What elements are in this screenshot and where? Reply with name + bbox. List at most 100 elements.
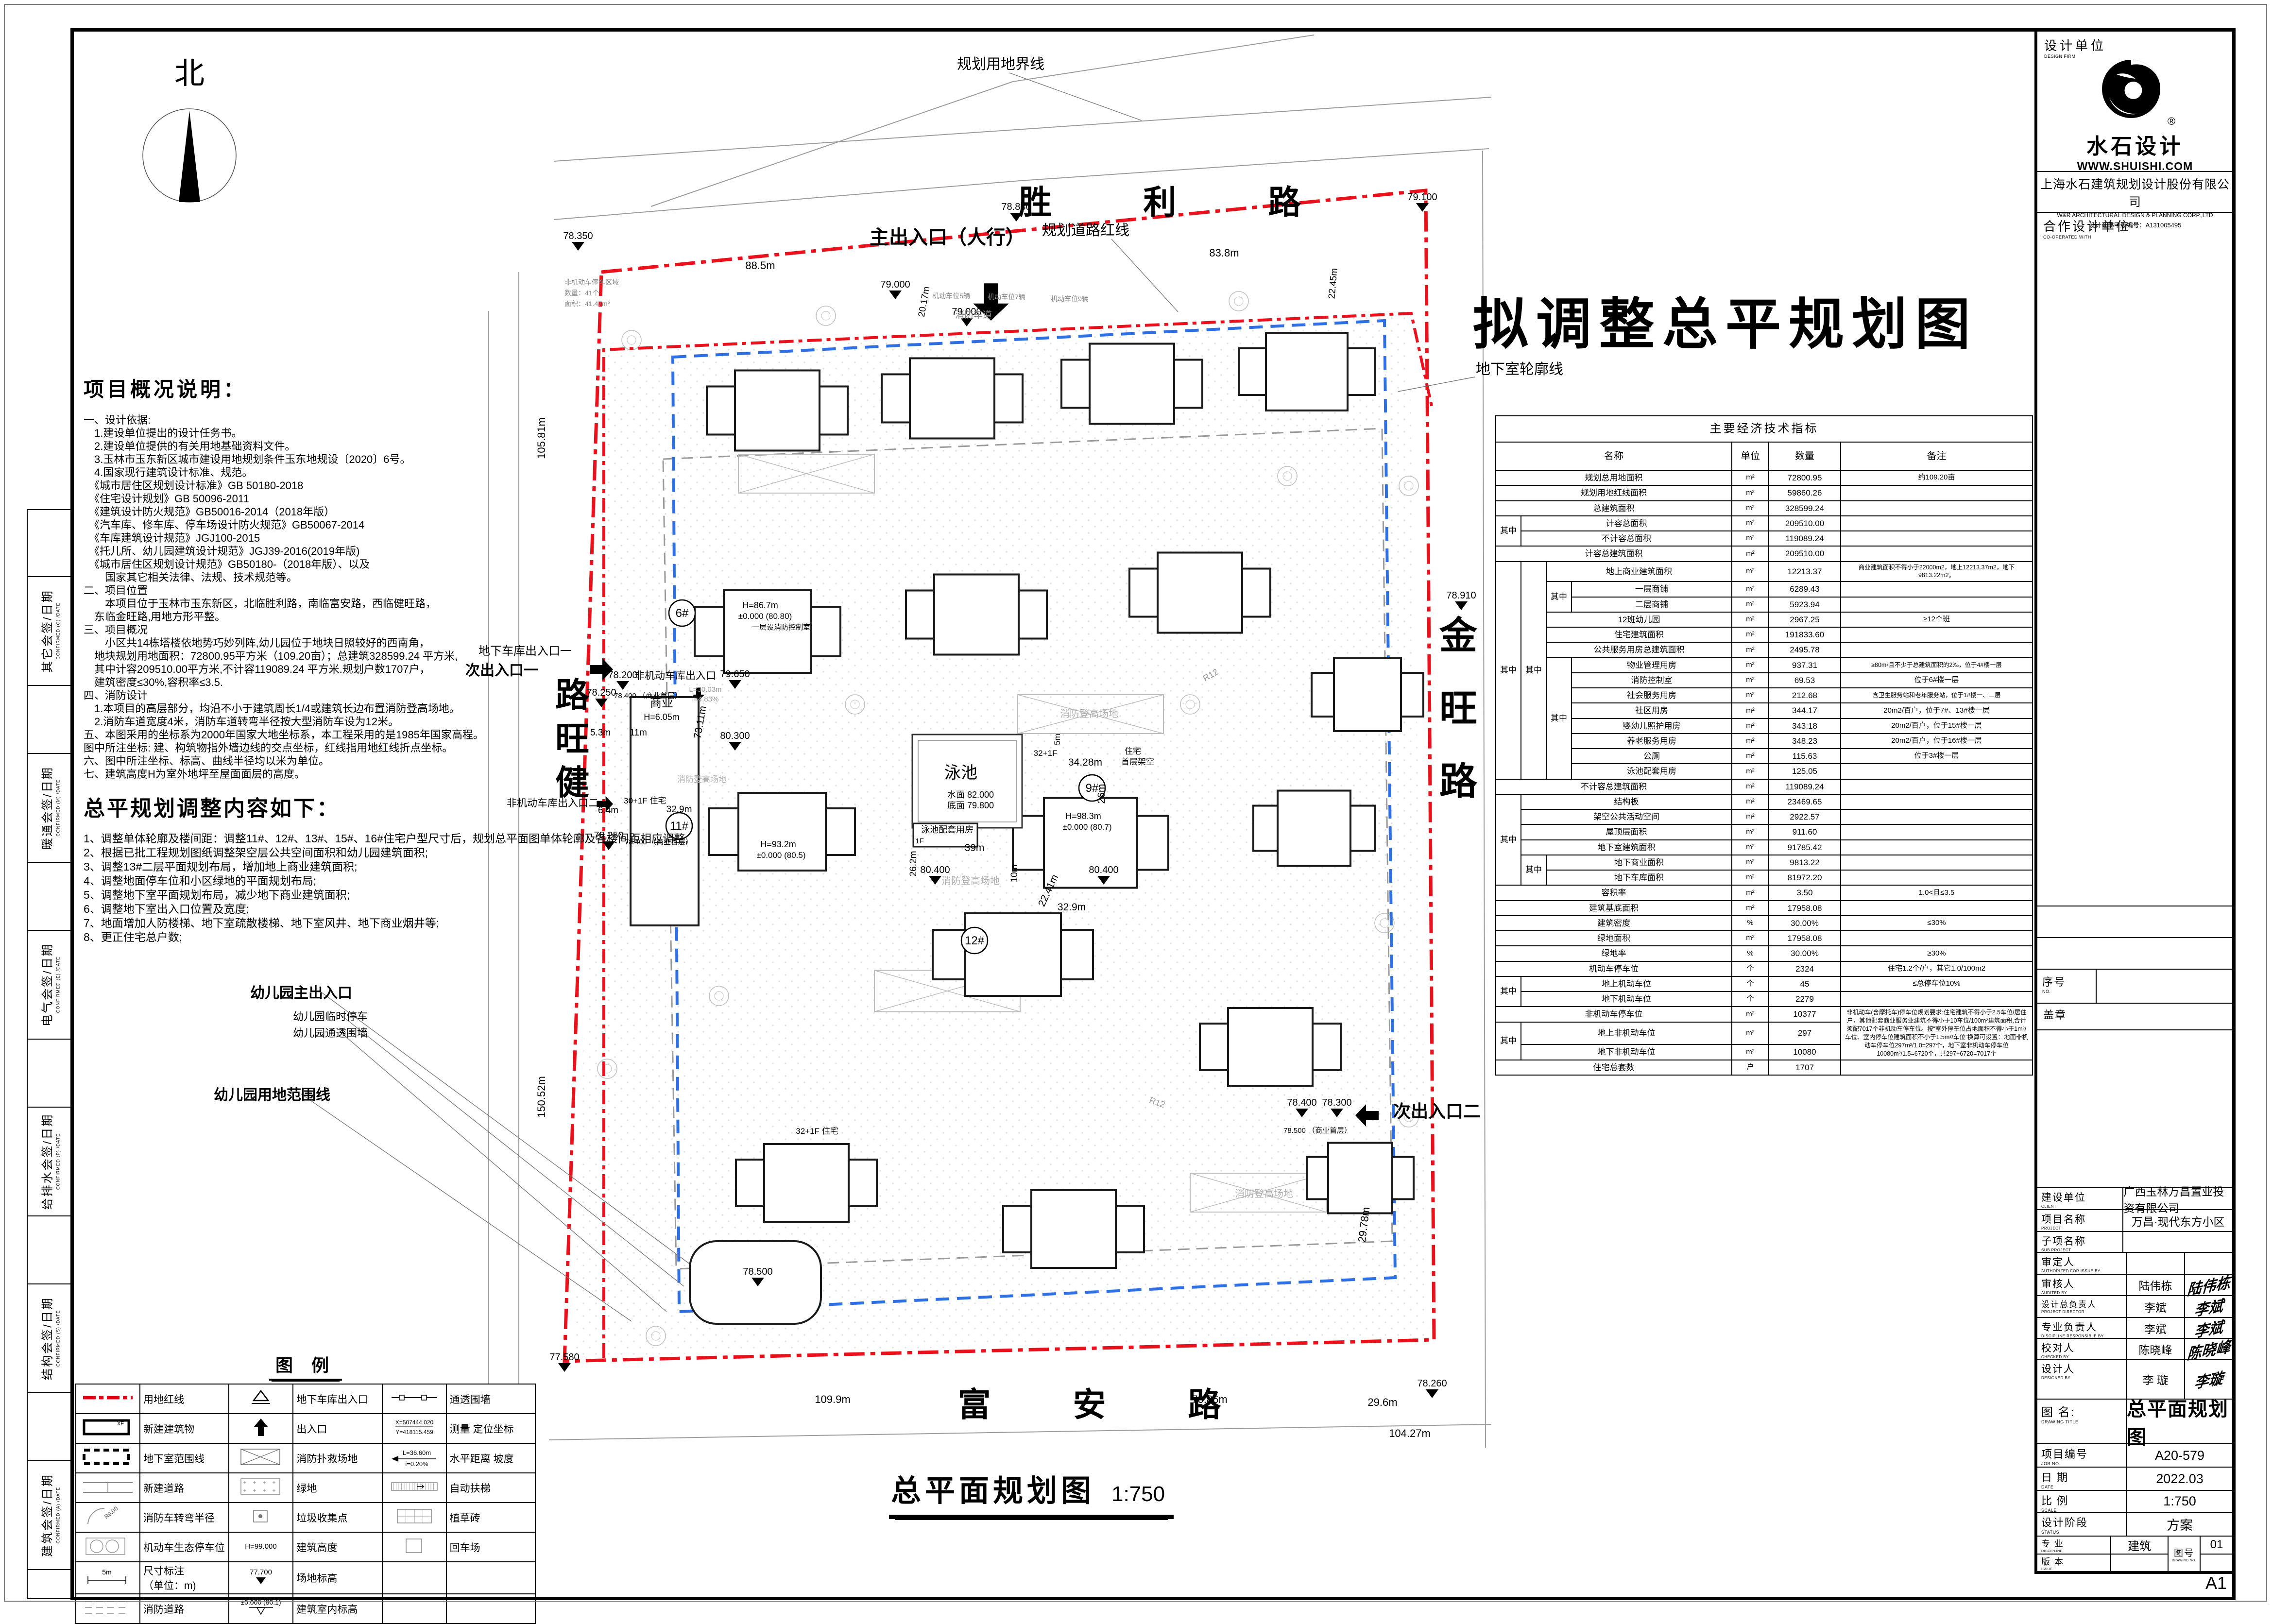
plan-annotation: 地下车库出入口一 [478,645,572,658]
overview-line: 国家其它相关法律、法规、技术规范等。 [84,571,298,583]
table-cell: m² [1731,672,1769,689]
north-arrow: 北 [142,57,237,203]
table-cell: 二层商铺 [1571,596,1732,613]
adjustment-item: 4、调整地面停车位和小区绿地的平面规划布局; [84,874,317,887]
overview-heading: 项目概况说明： [84,378,247,401]
table-cell: m² [1731,596,1769,613]
table-cell: 地下机动车位 [1520,991,1732,1008]
plan-annotation: 机动车位7辆 [988,293,1025,301]
building-footprint [1252,789,1376,867]
table-cell: 1707 [1768,1059,1841,1076]
legend-label: 地下室范围线 [139,1443,230,1473]
plan-annotation: 机动车位9辆 [1051,295,1089,303]
table-cell [1840,839,2033,855]
newbuild-icon: XF [83,1419,130,1435]
elevation-marker-icon [1296,1109,1308,1117]
overview-line: 小区共14栋塔楼依地势巧妙列阵,幼儿园位于地块日照较好的西南角， [84,637,430,649]
table-cell: 20m2/百户，位于7#、13#楼一层 [1840,702,2033,719]
plan-annotation: 5.3m [590,728,611,738]
table-row: 绿地率%30.00%≥30% [1495,945,2033,962]
legend-symbol: 5m [75,1561,140,1594]
building-footprint [1311,657,1424,732]
adjustment-item: 3、调整13#二层平面规划布局，增加地上商业建筑面积; [84,860,358,873]
plan-annotation: 非机动车库出入口二 [507,798,598,809]
table-cell: 数量 [1768,442,1841,471]
table-cell: 不计容总建筑面积 [1495,778,1732,795]
building-number-bubble [1078,774,1106,802]
table-cell: m² [1731,824,1769,840]
plan-annotation: 20.17m [917,286,932,318]
adjustment-item: 5、调整地下室平面规划布局，减少地下商业建筑面积; [84,889,350,901]
table-cell: 地上商业建筑面积 [1546,561,1732,582]
signoff-label-en: CONFIRMED (S) /DATE [55,1310,61,1367]
table-cell: m² [1731,546,1769,562]
table-cell: 119089.24 [1768,778,1841,795]
logo-reg: ® [2167,115,2176,127]
table-cell: 1.0<且≤3.5 [1840,885,2033,901]
legend-symbol [75,1443,140,1473]
table-cell: m² [1731,626,1769,643]
discipline-label: 专 业 [2041,1539,2065,1549]
entrance-arrow [590,658,613,681]
elevation-marker-icon [889,291,902,299]
building-number: 11# [670,820,689,833]
trash-icon [253,1509,268,1522]
building-footprint [905,573,1048,656]
signoff-label: 其它会签/日期 [41,589,54,673]
plan-annotation: 规划用地界线 [957,56,1044,72]
legend-symbol [228,1384,294,1414]
svg-text:R9.00: R9.00 [103,1505,120,1520]
empty-row [2037,906,2233,937]
elevation-marker-icon [729,680,741,689]
plan-annotation: 首层架空 [1121,757,1154,767]
legend-symbol: R9.00 [75,1502,140,1533]
plan-annotation: 104.27m [1389,1427,1431,1439]
legend-label: 自动扶梯 [445,1472,536,1503]
overview-line: 《建筑设计防火规范》GB50016-2014（2018年版） [84,506,335,518]
table-cell [1840,854,2033,871]
table-cell [1840,626,2033,643]
legend-label: 建筑高度 [292,1532,383,1562]
plan-annotation: 面积：41.47m² [564,300,610,308]
table-cell: m² [1731,687,1769,704]
overview-line: 2.消防车道宽度4米，消防车道转弯半径按大型消防车设为12米。 [84,716,399,728]
table-cell: 约109.20亩 [1840,469,2033,486]
plan-annotations: 78.35078.83079.10079.00079.00078.20078.2… [142,56,1563,1439]
dwgno-value: 01 [2201,1537,2233,1555]
table-cell: 91785.42 [1768,839,1841,855]
plan-annotation: 32+1F 住宅 [796,1127,838,1136]
elevation-marker-icon [595,699,608,707]
overview-line: 东临金旺路,用地方形平整。 [84,611,226,623]
issue-value [2111,1555,2168,1571]
overview-line: 五、本图采用的坐标系为2000年国家大地坐标系，本工程采用的是1985年国家高程… [84,729,484,741]
redline-icon [83,1396,133,1399]
shuishi-logo-icon [2101,60,2160,118]
legend-symbol: H=99.000 [228,1532,294,1562]
plan-annotation: 非机动车停车区域 [564,278,619,286]
plan-annotation: 32.9m [1058,902,1086,913]
table-cell: 物业管理用房 [1571,657,1732,673]
plan-annotation: 消防登高场地 [677,775,727,784]
elevation-value: 78.300 [1322,1097,1351,1108]
table-cell: 其中 [1495,561,1521,780]
